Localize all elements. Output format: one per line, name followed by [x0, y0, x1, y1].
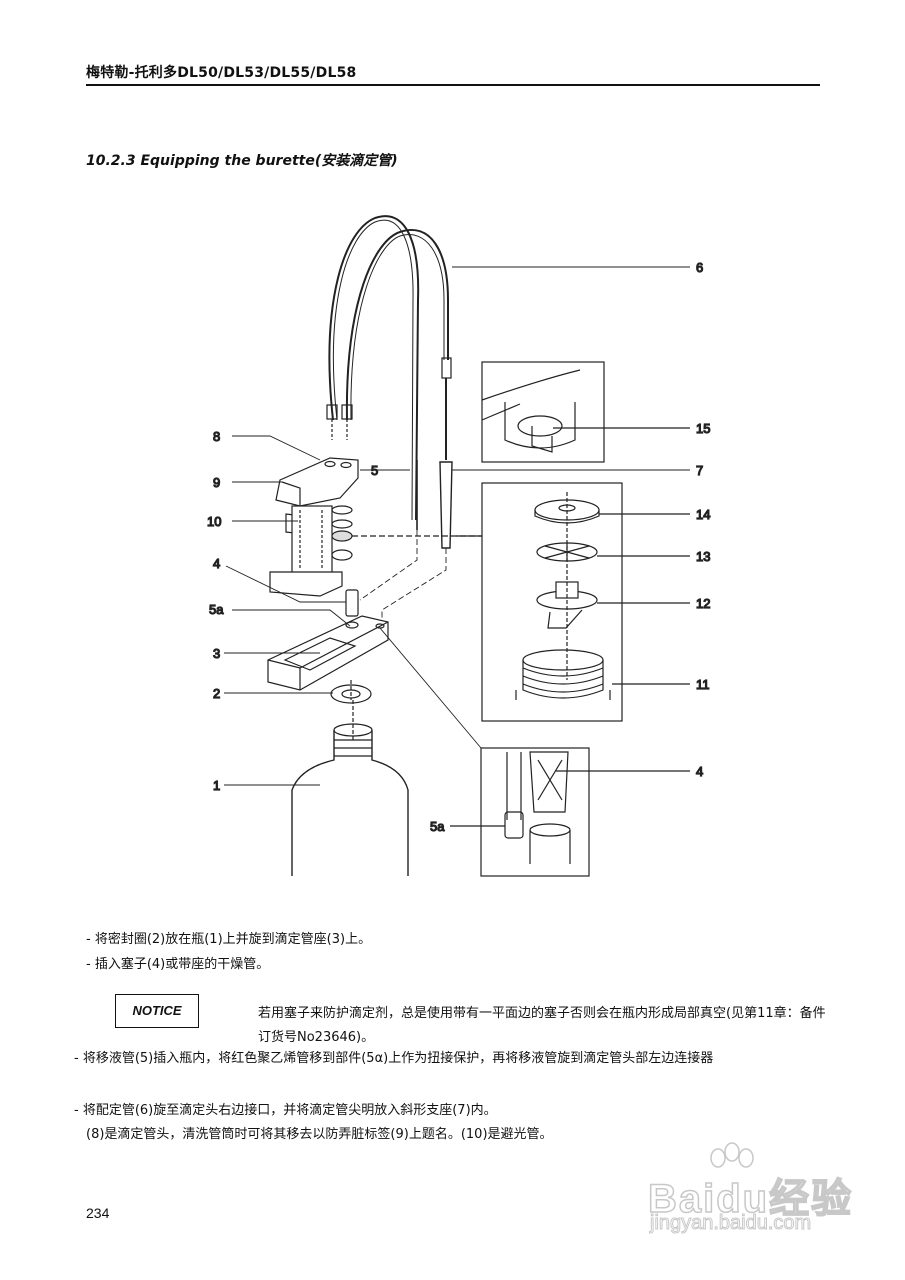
burette-cylinder — [269, 505, 343, 597]
valve-rings-small — [331, 505, 482, 561]
reagent-bottle — [291, 700, 409, 876]
callout-1: 1 — [213, 778, 220, 793]
callout-10: 10 — [207, 514, 221, 529]
callout-2: 2 — [213, 686, 220, 701]
callout-13: 13 — [696, 549, 710, 564]
page-number: 234 — [86, 1205, 110, 1221]
callout-14: 14 — [696, 507, 710, 522]
callout-5: 5 — [371, 463, 378, 478]
callout-15: 15 — [696, 421, 710, 436]
notice-text: 若用塞子来防护滴定剂，总是使用带有一平面边的塞子否则会在瓶内形成局部真空(见第1… — [258, 1006, 826, 1045]
instruction-dispensing-tube: - 将配定管(6)旋至滴定头右边接口，并将滴定管尖明放入斜形支座(7)内。 — [74, 1103, 497, 1118]
callout-9: 9 — [213, 475, 220, 490]
callout-5a: 5a — [209, 602, 224, 617]
callout-12: 12 — [696, 596, 710, 611]
callout-11: 11 — [696, 677, 710, 692]
instruction-step-2: - 插入塞子(4)或带座的干燥管。 — [86, 957, 270, 972]
leader-lines — [224, 266, 690, 786]
instruction-burette-head: (8)是滴定管头，清洗管筒时可将其移去以防弄脏标签(9)上题名。(10)是避光管… — [86, 1127, 553, 1142]
paw-icon — [710, 1142, 754, 1168]
inset-valve-parts — [456, 482, 690, 722]
inset-valve-cock — [481, 361, 690, 463]
watermark-url: jingyan.baidu.com — [649, 1212, 812, 1235]
callout-7: 7 — [696, 463, 703, 478]
dispensing-tubes — [326, 215, 452, 521]
notice-label: NOTICE — [115, 994, 199, 1028]
section-title: 10.2.3 Equipping the burette(安装滴定管) — [86, 153, 398, 169]
callout-3: 3 — [213, 646, 220, 661]
callout-6: 6 — [696, 260, 703, 275]
inset-stopper-tube — [450, 747, 690, 877]
callout-4-inset: 4 — [696, 764, 703, 779]
callout-5a-inset: 5a — [430, 819, 445, 834]
burette-exploded-diagram: 6 15 7 14 13 12 11 4 5a 5 8 9 10 4 5a 3 … — [206, 215, 711, 877]
watermark-brand: Baidu经验 — [647, 1176, 854, 1222]
document-header-title: 梅特勒-托利多DL50/DL53/DL55/DL58 — [86, 65, 357, 81]
callout-8: 8 — [213, 429, 220, 444]
tip-holder — [439, 461, 453, 549]
header-divider — [86, 84, 820, 86]
instruction-pipette: - 将移液管(5)插入瓶内，将红色聚乙烯管移到部件(5α)上作为扭接保护，再将移… — [74, 1051, 714, 1066]
baidu-watermark: Baidu经验 jingyan.baidu.com — [640, 1140, 860, 1240]
instruction-step-1: - 将密封圈(2)放在瓶(1)上并旋到滴定管座(3)上。 — [86, 932, 372, 947]
callout-4: 4 — [213, 556, 220, 571]
burette-base — [267, 615, 389, 691]
